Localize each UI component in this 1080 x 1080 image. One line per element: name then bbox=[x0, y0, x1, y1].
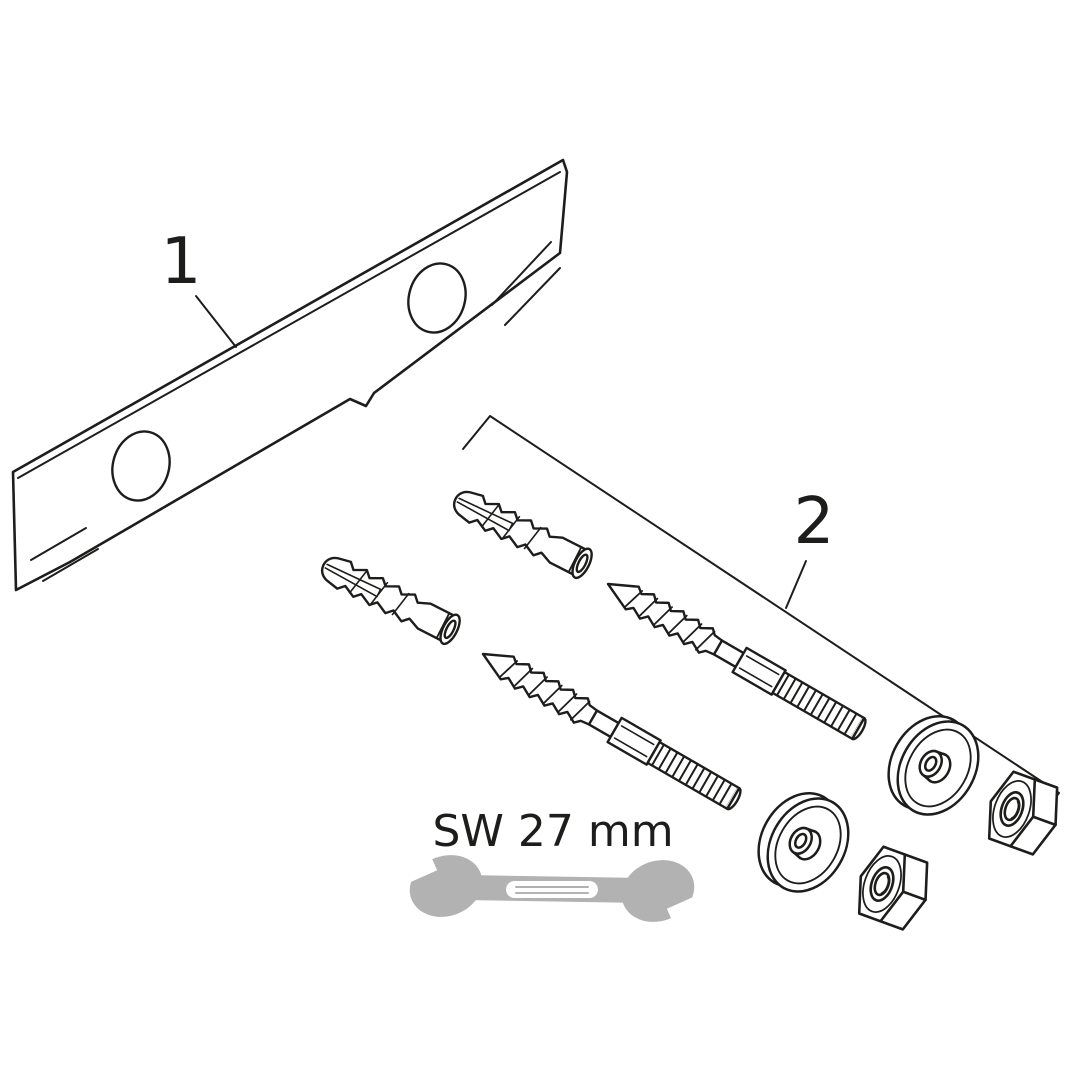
washer-2 bbox=[741, 777, 866, 908]
open-end-wrench-icon bbox=[374, 849, 730, 930]
hanger-bolt-1 bbox=[601, 572, 869, 743]
hanger-bolts bbox=[476, 572, 869, 813]
line-art bbox=[11, 158, 1069, 935]
plate-bend-marks-left bbox=[30, 527, 99, 582]
wall-plug-1 bbox=[447, 483, 597, 582]
plate-hole-left bbox=[111, 430, 171, 502]
plate-hole-right bbox=[407, 262, 467, 334]
wall-plugs bbox=[315, 483, 597, 648]
plate-bend-marks-right bbox=[491, 241, 561, 326]
wrench-size-label: SW 27 mm bbox=[432, 806, 673, 857]
wall-plug-2 bbox=[315, 549, 465, 648]
hex-nut-1 bbox=[977, 766, 1069, 860]
wrench-slot bbox=[506, 881, 598, 898]
callout-1-leader bbox=[195, 295, 237, 348]
wrench-slot-lines bbox=[515, 886, 589, 894]
plate-edge-line bbox=[17, 171, 561, 479]
hex-nut-2 bbox=[847, 841, 939, 935]
washer-1 bbox=[871, 700, 996, 831]
mounting-plate bbox=[11, 158, 569, 592]
callout-1-label: 1 bbox=[161, 225, 202, 299]
callout-2-label: 2 bbox=[794, 485, 835, 559]
hanger-bolt-2 bbox=[476, 642, 744, 813]
